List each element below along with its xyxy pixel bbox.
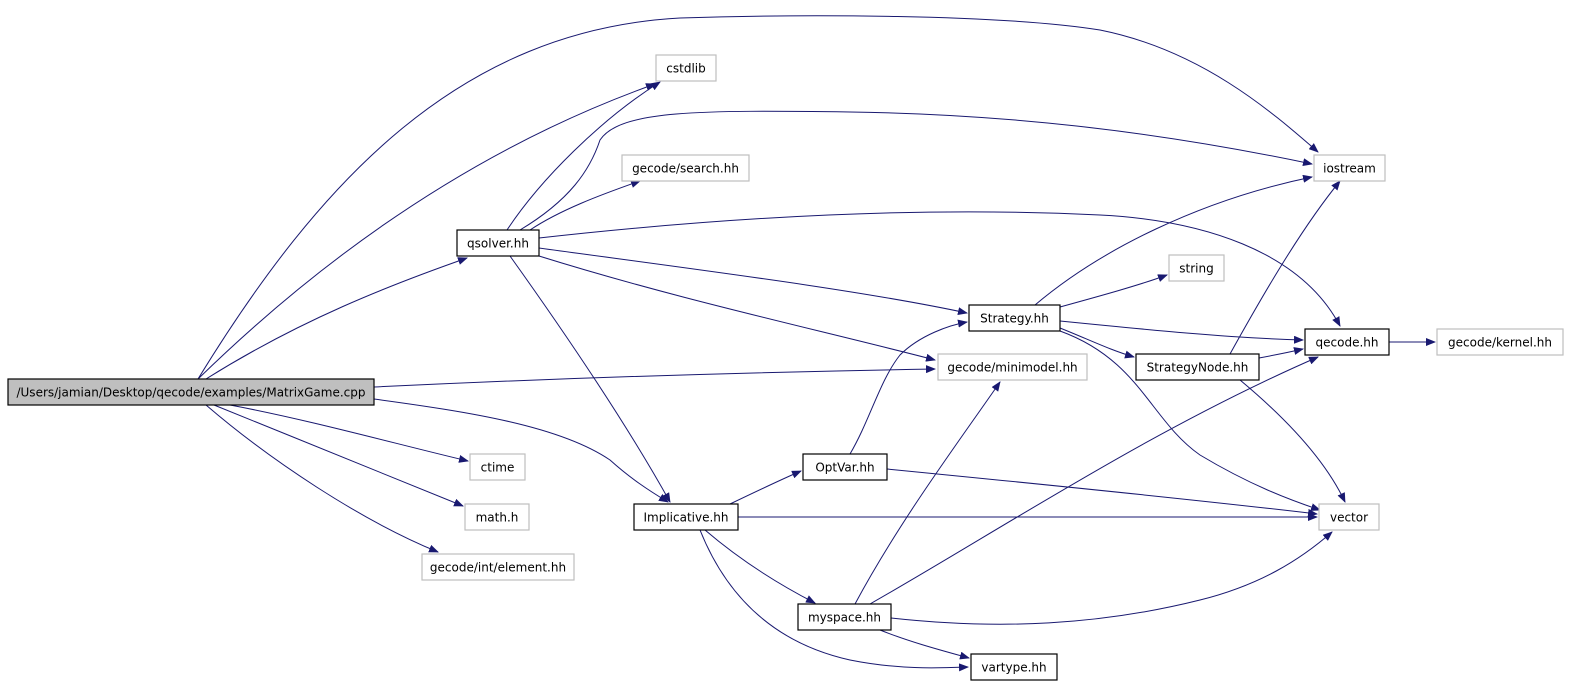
node-label-myspace: myspace.hh bbox=[808, 611, 881, 625]
node-strategynode[interactable]: StrategyNode.hh bbox=[1135, 353, 1260, 381]
edge-myspace-to-qecode bbox=[869, 356, 1319, 605]
node-label-vector: vector bbox=[1330, 511, 1368, 525]
node-box-minimodel bbox=[937, 353, 1088, 381]
node-label-matrixgame: /Users/jamian/Desktop/qecode/examples/Ma… bbox=[16, 386, 365, 400]
node-box-kernel bbox=[1436, 328, 1564, 356]
node-label-strategy: Strategy.hh bbox=[980, 312, 1049, 326]
node-matrixgame[interactable]: /Users/jamian/Desktop/qecode/examples/Ma… bbox=[7, 378, 375, 406]
node-box-matrixgame bbox=[7, 378, 375, 406]
edge-optvar-to-strategy bbox=[849, 319, 968, 455]
node-label-minimodel: gecode/minimodel.hh bbox=[947, 361, 1077, 375]
node-label-string: string bbox=[1179, 262, 1213, 276]
edge-qsolver-to-search bbox=[529, 180, 641, 231]
edge-qsolver-to-strategy bbox=[538, 247, 968, 316]
node-search: gecode/search.hh bbox=[621, 154, 750, 182]
edge-matrixgame-to-cstdlib bbox=[197, 83, 656, 380]
node-box-myspace bbox=[797, 603, 892, 631]
node-box-strategy bbox=[968, 304, 1061, 332]
node-label-vartype: vartype.hh bbox=[981, 661, 1046, 675]
node-minimodel: gecode/minimodel.hh bbox=[937, 353, 1088, 381]
edge-implicative-to-vartype bbox=[699, 529, 969, 672]
node-label-qsolver: qsolver.hh bbox=[467, 237, 529, 251]
node-box-iostream bbox=[1313, 154, 1386, 182]
node-string: string bbox=[1168, 254, 1225, 282]
node-label-kernel: gecode/kernel.hh bbox=[1448, 336, 1552, 350]
node-element: gecode/int/element.hh bbox=[421, 553, 575, 581]
node-cstdlib: cstdlib bbox=[655, 54, 717, 82]
edges-layer bbox=[197, 15, 1436, 672]
node-box-ctime bbox=[469, 453, 526, 481]
node-iostream: iostream bbox=[1313, 154, 1386, 182]
edge-implicative-to-optvar bbox=[729, 470, 802, 505]
edge-matrixgame-to-ctime bbox=[229, 404, 469, 463]
node-label-strategynode: StrategyNode.hh bbox=[1147, 361, 1249, 375]
edge-strategy-to-vector bbox=[1059, 330, 1321, 511]
node-box-string bbox=[1168, 254, 1225, 282]
node-box-element bbox=[421, 553, 575, 581]
node-label-math: math.h bbox=[476, 511, 519, 525]
node-vartype[interactable]: vartype.hh bbox=[970, 653, 1058, 681]
node-ctime: ctime bbox=[469, 453, 526, 481]
node-label-cstdlib: cstdlib bbox=[666, 62, 705, 76]
edge-qsolver-to-qecode bbox=[538, 211, 1341, 327]
edge-strategynode-to-iostream bbox=[1229, 180, 1341, 355]
node-qsolver[interactable]: qsolver.hh bbox=[456, 229, 540, 257]
node-label-optvar: OptVar.hh bbox=[815, 461, 874, 475]
edge-implicative-to-myspace bbox=[704, 529, 816, 604]
edge-myspace-to-vartype bbox=[879, 629, 970, 660]
edge-qsolver-to-cstdlib bbox=[506, 81, 661, 231]
node-box-cstdlib bbox=[655, 54, 717, 82]
edge-myspace-to-minimodel bbox=[854, 381, 1001, 605]
node-label-search: gecode/search.hh bbox=[632, 162, 739, 176]
node-vector: vector bbox=[1318, 503, 1380, 531]
node-box-qecode bbox=[1304, 328, 1390, 356]
edge-matrixgame-to-math bbox=[213, 404, 464, 507]
node-label-qecode: qecode.hh bbox=[1316, 336, 1379, 350]
node-box-strategynode bbox=[1135, 353, 1260, 381]
edge-strategy-to-strategynode bbox=[1059, 327, 1135, 359]
node-label-element: gecode/int/element.hh bbox=[430, 561, 566, 575]
edge-qsolver-to-implicative bbox=[509, 255, 671, 503]
nodes-layer: /Users/jamian/Desktop/qecode/examples/Ma… bbox=[7, 54, 1564, 681]
node-box-optvar bbox=[802, 453, 888, 481]
node-label-ctime: ctime bbox=[481, 461, 515, 475]
edge-matrixgame-to-minimodel bbox=[373, 365, 936, 388]
node-kernel: gecode/kernel.hh bbox=[1436, 328, 1564, 356]
edge-strategynode-to-qecode bbox=[1258, 347, 1304, 359]
edge-qsolver-to-iostream bbox=[519, 110, 1313, 231]
node-implicative[interactable]: Implicative.hh bbox=[633, 503, 739, 531]
edge-matrixgame-to-element bbox=[205, 404, 439, 553]
node-label-iostream: iostream bbox=[1323, 162, 1376, 176]
node-box-qsolver bbox=[456, 229, 540, 257]
edge-optvar-to-vector bbox=[886, 468, 1318, 517]
edge-qsolver-to-minimodel bbox=[538, 255, 936, 362]
edge-matrixgame-to-qsolver bbox=[205, 257, 468, 380]
node-strategy[interactable]: Strategy.hh bbox=[968, 304, 1061, 332]
node-box-vartype bbox=[970, 653, 1058, 681]
edge-matrixgame-to-iostream bbox=[197, 15, 1319, 380]
edge-myspace-to-vector bbox=[890, 531, 1333, 625]
node-myspace[interactable]: myspace.hh bbox=[797, 603, 892, 631]
node-optvar[interactable]: OptVar.hh bbox=[802, 453, 888, 481]
node-label-implicative: Implicative.hh bbox=[643, 511, 728, 525]
node-math: math.h bbox=[464, 503, 530, 531]
node-box-math bbox=[464, 503, 530, 531]
node-box-search bbox=[621, 154, 750, 182]
node-qecode[interactable]: qecode.hh bbox=[1304, 328, 1390, 356]
node-box-implicative bbox=[633, 503, 739, 531]
edge-matrixgame-to-implicative bbox=[373, 398, 669, 503]
edge-strategynode-to-vector bbox=[1239, 379, 1346, 503]
edge-strategy-to-string bbox=[1059, 274, 1168, 308]
edge-strategy-to-iostream bbox=[1034, 174, 1313, 306]
node-box-vector bbox=[1318, 503, 1380, 531]
edge-strategy-to-qecode bbox=[1059, 320, 1304, 344]
